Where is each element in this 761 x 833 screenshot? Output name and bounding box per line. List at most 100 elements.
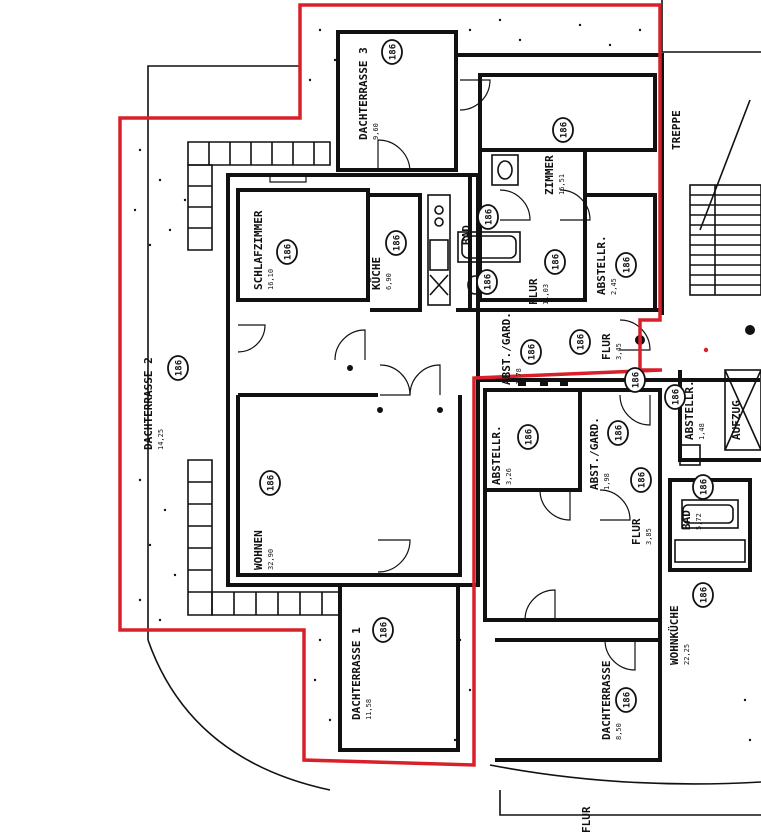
area-label-dachterrasse-1: 11,58 [365,699,373,720]
room-label-treppe: TREPPE [670,110,683,150]
reference-tag-text: 186 [267,475,277,491]
reference-tag-circle [569,329,591,355]
reference-tag-text: 186 [560,122,570,138]
area-label-zimmer: 16,51 [558,174,566,195]
area-label-dachterrasse-2: 14,25 [157,429,165,450]
reference-tag-circle [167,355,189,381]
reference-tag: 186 [544,249,566,275]
elevator-shaft [724,369,761,451]
room-label-aufzug: AUFZUG [730,400,743,440]
reference-tag-circle [692,474,714,500]
area-label-schlafzimmer: 16,10 [267,269,275,290]
reference-tag-circle [381,39,403,65]
reference-tag-circle [517,424,539,450]
reference-tag-text: 186 [284,244,294,260]
building-curve-right [489,764,761,785]
reference-tag: 186 [552,117,574,143]
reference-tag-circle [630,467,652,493]
apartment-outline [118,3,709,767]
reference-tag: 186 [381,39,403,65]
reference-tag-circle [276,239,298,265]
area-label-kueche: 6,90 [385,273,393,290]
reference-tag-circle [544,249,566,275]
area-label-dachterrasse-3: 9,60 [372,123,380,140]
reference-tag: 186 [520,339,542,365]
area-label-bad-2: 5,72 [695,513,703,530]
building-curve-left [147,639,331,791]
reference-tag: 186 [569,329,591,355]
reference-tag-text: 186 [577,334,587,350]
walls-right [480,370,761,762]
room-label-flur-2: FLUR [600,333,613,360]
building-lower-line [499,790,761,816]
reference-tag: 186 [259,470,281,496]
reference-tag-circle [259,470,281,496]
room-label-abstellr-1: ABSTELLR. [595,235,608,295]
reference-tag-text: 186 [525,429,535,445]
terrace-stipple [133,18,752,742]
room-labels: DACHTERRASSE 3 9,60 DACHTERRASSE 2 14,25… [142,47,743,833]
reference-tag: 186 [477,204,499,230]
reference-tag: 186 [476,269,498,295]
reference-tag: 186 [372,617,394,643]
reference-tag-circle [664,384,686,410]
reference-tag-text: 186 [393,235,403,251]
area-label-abstellr-3: 1,48 [698,423,706,440]
room-label-flur-1: FLUR [527,278,540,305]
reference-tag-text: 186 [175,360,185,376]
room-label-abstellr-2: ABSTELLR. [490,425,503,485]
area-label-abstellr-2: 3,26 [505,468,513,485]
door-swings [237,79,651,671]
room-label-zimmer: ZIMMER [543,155,556,195]
area-label-flur-3: 3,85 [645,528,653,545]
area-label-bad-1: 4,86 [475,228,483,245]
reference-tag-text: 186 [484,274,494,290]
room-label-flur-3: FLUR [630,518,643,545]
reference-tag-text: 186 [700,479,710,495]
reference-tag-circle [624,367,646,393]
room-label-wohnen: WOHNEN [252,530,265,570]
stair [689,99,761,296]
reference-tag: 186 [624,367,646,393]
reference-tag-text: 186 [632,372,642,388]
reference-tag-circle [372,617,394,643]
room-label-abst-gard-2: ABST./GARD. [588,417,601,490]
reference-tag-text: 186 [623,257,633,273]
reference-tag-text: 186 [615,425,625,441]
reference-tag: 186 [615,687,637,713]
area-label-flur-2: 3,45 [615,343,623,360]
room-label-dachterrasse: DACHTERRASSE [600,661,613,740]
building-outline-left [147,65,300,640]
reference-tag: 186 [630,467,652,493]
room-label-bad-1: BAD [460,225,473,245]
room-label-dachterrasse-3: DACHTERRASSE 3 [357,47,370,140]
reference-tag-circle [385,230,407,256]
reference-tag: 186 [692,582,714,608]
room-label-wohnkueche: WOHNKÜCHE [667,605,681,665]
reference-tag: 186 [692,474,714,500]
reference-tag: 186 [615,252,637,278]
room-label-dachterrasse-1: DACHTERRASSE 1 [350,627,363,720]
reference-tag-text: 186 [672,389,682,405]
reference-tag-circle [692,582,714,608]
reference-tag-circle [476,269,498,295]
area-label-wohnkueche: 22,25 [683,644,691,665]
walls [226,30,664,752]
room-label-bad-2: BAD [680,510,693,530]
area-label-dachterrasse: 8,50 [615,723,623,740]
area-label-flur-1: 11,03 [542,284,550,305]
kitchen-fixtures [427,194,451,306]
area-label-wohnen: 32,90 [267,549,275,570]
room-label-bottom: FLUR [580,806,593,833]
reference-tag: 186 [517,424,539,450]
room-label-abstellr-3: ABSTELLR. [683,380,696,440]
room-label-schlafzimmer: SCHLAFZIMMER [252,210,265,290]
reference-tag-circle [615,687,637,713]
room-label-abst-gard-1: ABST./GARD. [500,312,513,385]
room-label-kueche: KÜCHE [369,257,383,290]
reference-tag-circle [552,117,574,143]
reference-tag: 186 [276,239,298,265]
reference-tag-text: 186 [485,209,495,225]
reference-tag-text: 186 [638,472,648,488]
